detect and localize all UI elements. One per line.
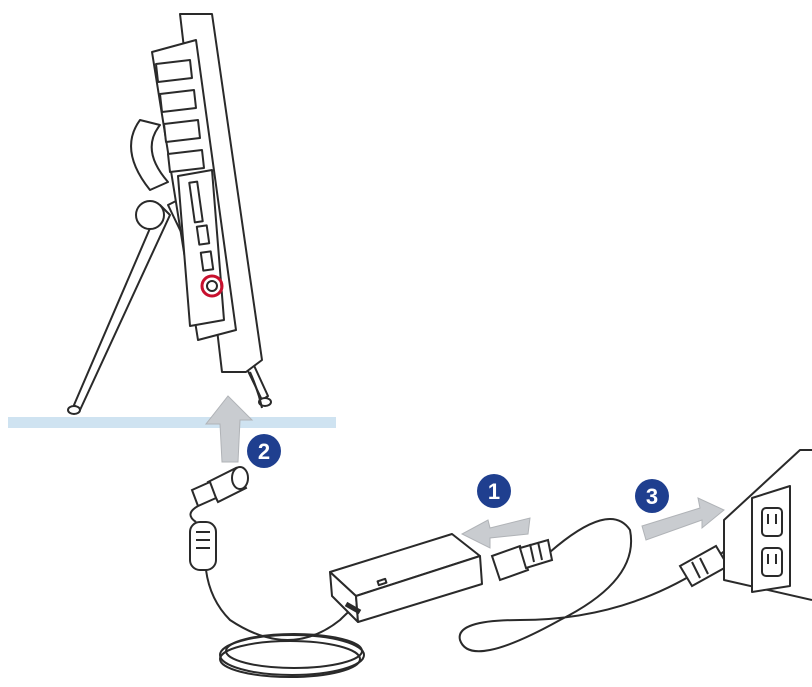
dc-plug (190, 466, 249, 508)
vent-slot (163, 119, 201, 143)
power-cord (458, 518, 729, 653)
ferrite-core (189, 521, 217, 571)
step-badge-1: 1 (477, 474, 511, 508)
usb-port-lower (199, 250, 215, 272)
step-1-arrow (460, 517, 531, 549)
power-cord-connector (490, 538, 554, 582)
step-3-arrow (641, 497, 725, 541)
stand-rear-foot (67, 405, 81, 415)
vent-slot (155, 59, 193, 83)
step-2-arrow (204, 395, 254, 463)
dc-in-jack-highlight (200, 274, 224, 298)
usb-port-upper (195, 224, 211, 246)
step-number-3: 3 (646, 484, 658, 509)
vent-slot (159, 89, 197, 113)
adapter-output-strain-relief (344, 601, 362, 615)
stand-hinge (135, 200, 165, 230)
wall-outlet (723, 449, 812, 601)
pc-cable-tail (249, 371, 263, 409)
all-in-one-pc (67, 13, 272, 415)
step-badge-3: 3 (635, 479, 669, 513)
desk-surface-line (8, 417, 336, 428)
coiled-cable (219, 633, 365, 678)
vent-slot (167, 149, 205, 173)
dc-in-jack (206, 280, 218, 292)
step-number-1: 1 (488, 479, 500, 504)
stand-arm (130, 119, 169, 191)
card-reader-slot (188, 180, 204, 224)
step-number-2: 2 (258, 439, 270, 464)
step-badge-2: 2 (247, 434, 281, 468)
stand-rear-leg (73, 204, 171, 411)
